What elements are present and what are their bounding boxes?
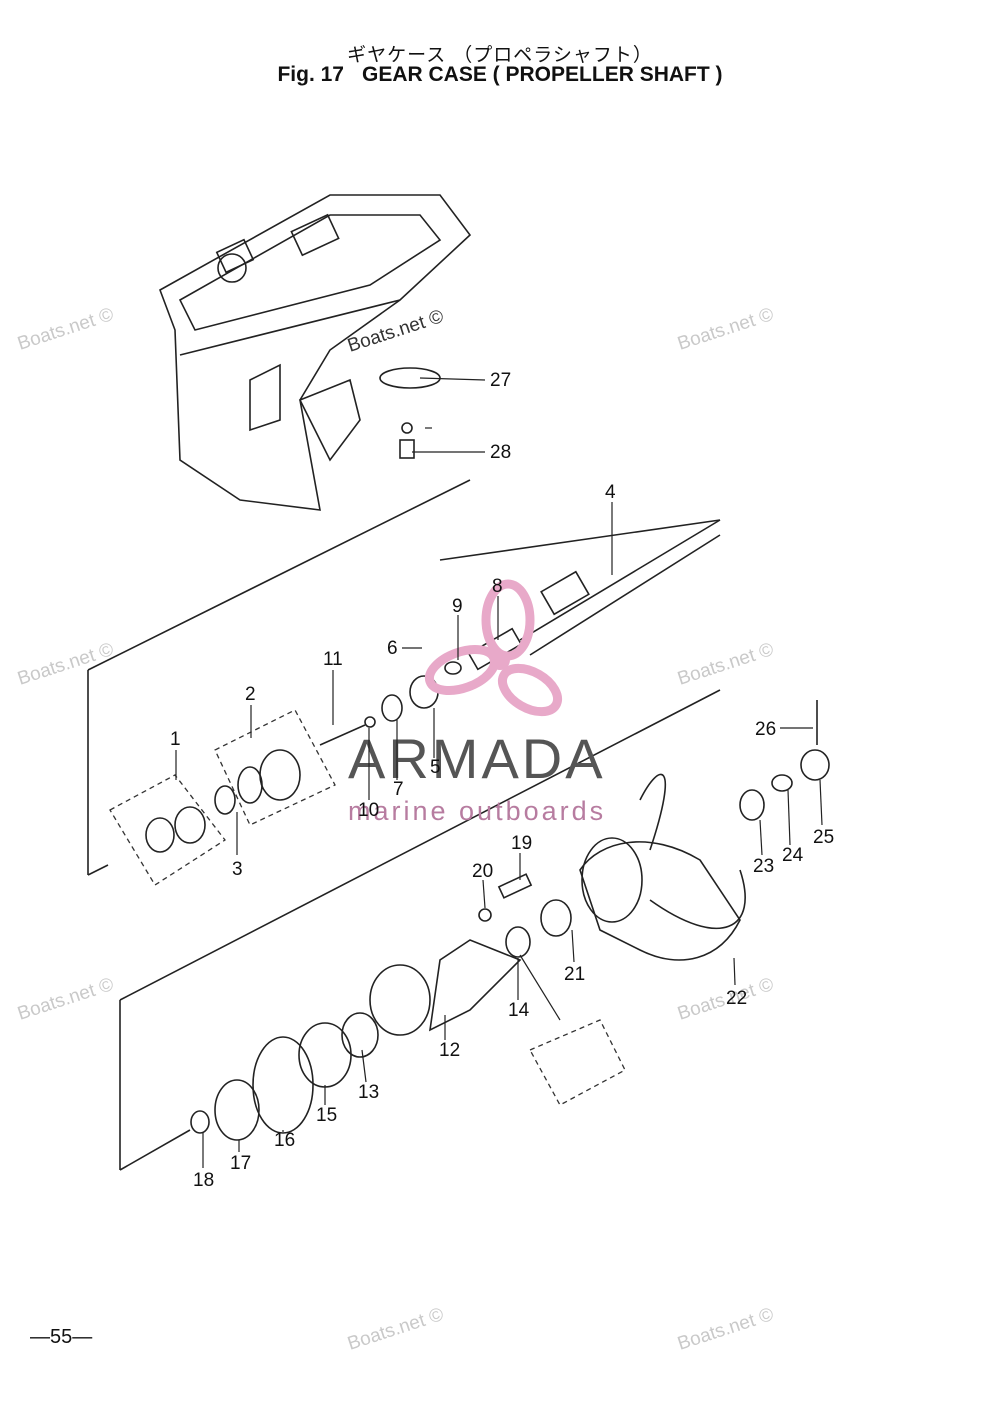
brand-name: ARMADA (348, 727, 606, 790)
watermark-dark: Boats.net © (345, 306, 446, 357)
callout-22: 22 (726, 988, 747, 1009)
brand-watermark: ARMADA marine outboards (348, 579, 606, 826)
callout-27: 27 (490, 370, 511, 391)
figure-title-text: GEAR CASE ( PROPELLER SHAFT ) (362, 63, 723, 86)
callout-24: 24 (782, 845, 804, 866)
callout-15: 15 (316, 1105, 337, 1126)
page-number: —55— (30, 1326, 93, 1348)
callout-12: 12 (439, 1040, 460, 1061)
assembly-frame (87, 479, 721, 1171)
figure-title: Fig. 17 GEAR CASE ( PROPELLER SHAFT ) (0, 63, 1000, 87)
callout-8: 8 (492, 576, 503, 597)
callout-11: 11 (323, 649, 343, 670)
watermark: Boats.net © (675, 304, 776, 355)
callout-28: 28 (490, 442, 511, 463)
brand-tagline: marine outboards (348, 796, 606, 826)
callout-26: 26 (755, 719, 776, 740)
callout-2: 2 (245, 684, 256, 705)
gear-case-housing (159, 194, 472, 511)
part-impeller (379, 367, 441, 389)
callout-20: 20 (472, 861, 493, 882)
callout-18: 18 (193, 1170, 214, 1191)
leader-lines (175, 377, 823, 1168)
callout-9: 9 (452, 596, 463, 617)
callout-6: 6 (387, 638, 398, 659)
callout-25: 25 (813, 827, 834, 848)
callout-4: 4 (605, 482, 616, 503)
callout-14: 14 (508, 1000, 530, 1021)
watermark: Boats.net © (15, 304, 116, 355)
callout-13: 13 (358, 1082, 379, 1103)
callout-23: 23 (753, 856, 774, 877)
callout-17: 17 (230, 1153, 251, 1174)
callout-19: 19 (511, 833, 532, 854)
callout-21: 21 (564, 964, 585, 985)
title-japanese: ギヤケース （プロペラシャフト） (347, 44, 653, 66)
watermark: Boats.net © (675, 1304, 776, 1355)
figure-label: Fig. 17 (277, 63, 344, 86)
watermark: Boats.net © (675, 639, 776, 690)
watermark: Boats.net © (345, 1304, 446, 1355)
callout-3: 3 (232, 859, 243, 880)
callout-1: 1 (170, 729, 181, 750)
callout-5: 5 (430, 757, 441, 778)
parts (145, 367, 830, 1141)
callout-16: 16 (274, 1130, 295, 1151)
callouts: 1 2 3 4 5 6 7 8 9 10 11 12 13 14 15 16 1… (170, 370, 834, 1191)
callout-7: 7 (393, 779, 404, 800)
callout-10: 10 (358, 800, 379, 821)
watermarks: Boats.net © Boats.net © Boats.net © Boat… (15, 304, 776, 1355)
watermark: Boats.net © (15, 974, 116, 1025)
